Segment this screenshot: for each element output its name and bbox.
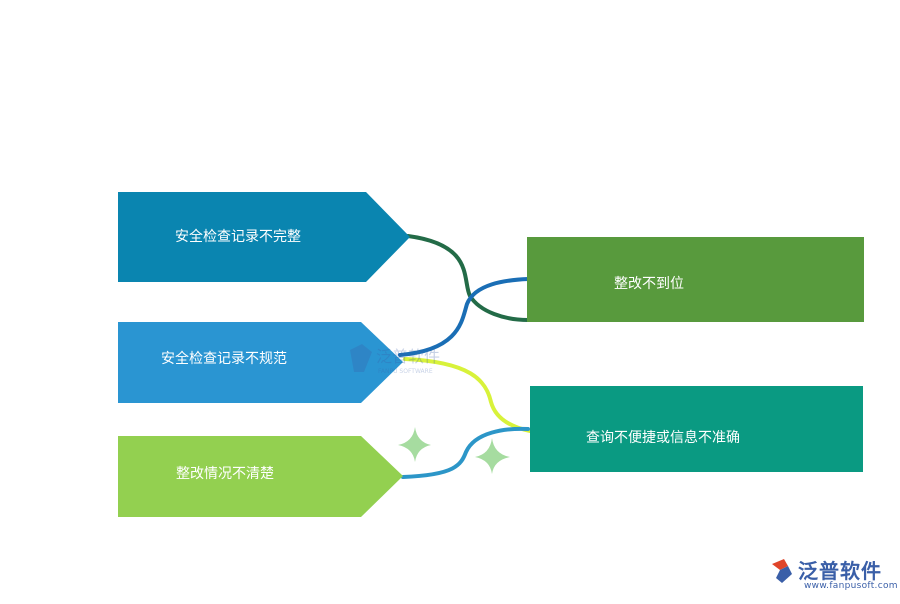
connector-left1-right1 [406,234,530,322]
node-left1-shape [118,192,410,282]
watermark-logo-icon [350,344,372,372]
watermark: 泛普软件 FANPU SOFTWARE [350,344,440,375]
node-right2-label: 查询不便捷或信息不准确 [586,430,740,446]
connector-left3-right2 [401,426,530,479]
brand-logo-icon [772,559,792,583]
sparkle-icon [475,438,510,474]
watermark-subtext: FANPU SOFTWARE [378,368,433,375]
node-right1-shape [527,237,864,322]
sparkle-icon [398,427,431,462]
connector-left2-right1 [398,277,530,357]
node-left2-label: 安全检查记录不规范 [161,351,287,367]
node-left1-label: 安全检查记录不完整 [175,229,301,245]
node-right2-shape [530,386,863,472]
node-left3-shape [118,436,403,517]
node-left2-shape [118,322,403,403]
brand-logo-text: 泛普软件 [798,559,882,583]
node-right1-label: 整改不到位 [614,276,684,292]
brand-logo-url: www.fanpusoft.com [804,581,898,591]
brand-logo: 泛普软件 www.fanpusoft.com [768,554,898,596]
node-left3-label: 整改情况不清楚 [176,466,274,482]
watermark-text: 泛普软件 [376,347,440,366]
